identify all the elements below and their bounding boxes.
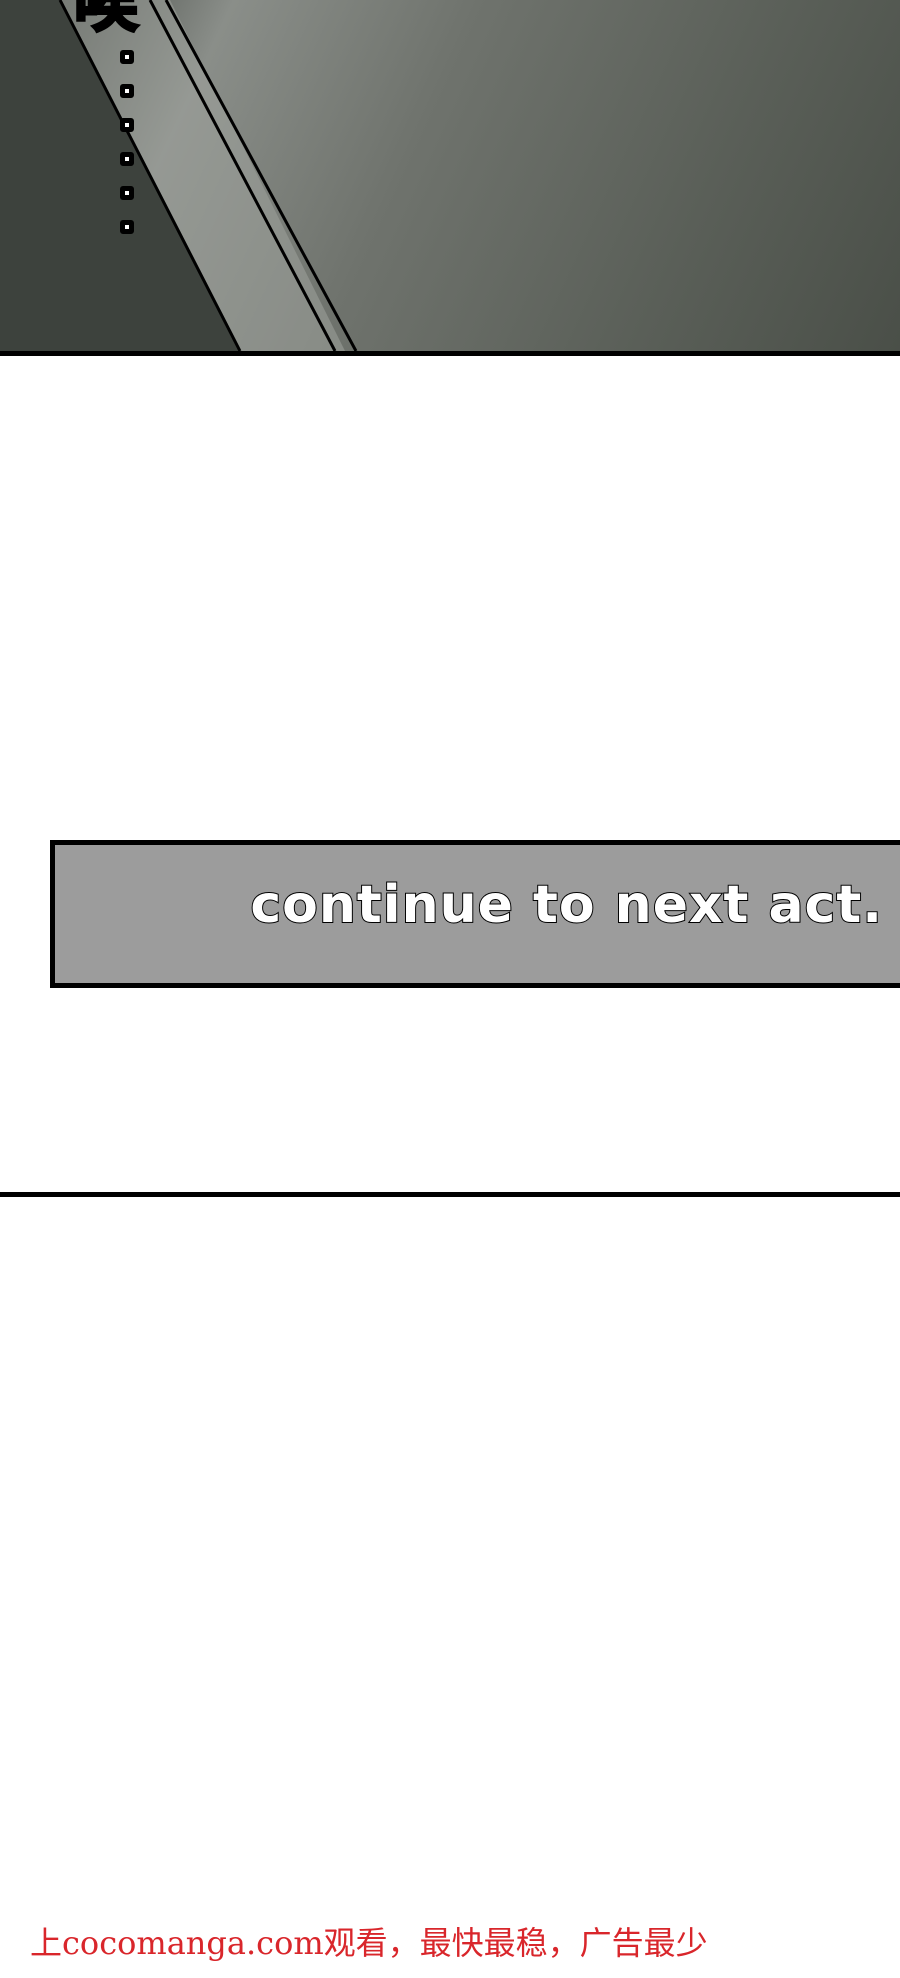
caption-text: continue to next act. bbox=[249, 874, 883, 936]
ellipsis-dot bbox=[120, 186, 134, 200]
ellipsis-dot bbox=[120, 50, 134, 64]
ellipsis-dot bbox=[120, 84, 134, 98]
sound-effect-text: 唉 bbox=[73, 0, 140, 41]
diagonal-lines-artwork bbox=[0, 0, 358, 351]
ellipsis-dot bbox=[120, 220, 134, 234]
ellipsis-dot bbox=[120, 152, 134, 166]
top-illustration-panel: 唉 bbox=[0, 0, 900, 356]
site-watermark: 上cocomanga.com观看，最快最稳，广告最少 bbox=[30, 1924, 708, 1962]
caption-box: continue to next act. bbox=[50, 840, 900, 988]
ellipsis-dot bbox=[120, 118, 134, 132]
panel-divider bbox=[0, 1192, 900, 1197]
